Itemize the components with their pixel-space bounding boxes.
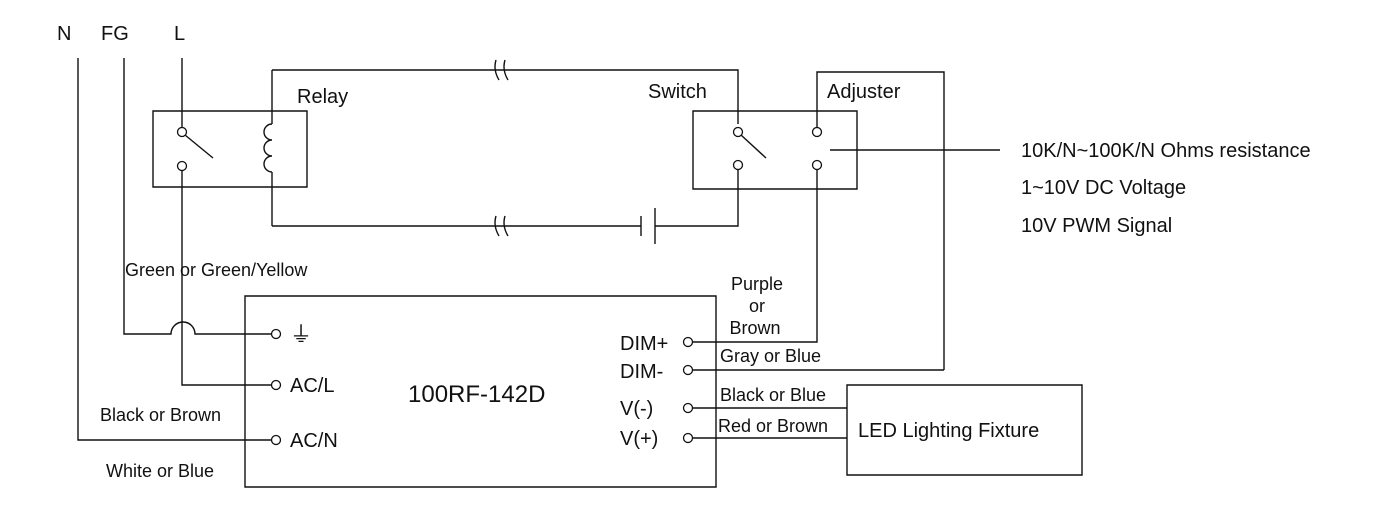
adjuster-option-2: 1~10V DC Voltage <box>1021 177 1186 199</box>
fg-wire <box>124 58 272 334</box>
switch-contact-arm <box>741 135 766 158</box>
ac-n-label: AC/N <box>290 430 338 452</box>
dim-plus-color-label-2: or <box>749 296 765 316</box>
n-wire-color-label: White or Blue <box>106 461 214 481</box>
v-plus-color-label: Red or Brown <box>718 416 828 436</box>
control-wire-top <box>272 70 738 124</box>
led-fixture-label: LED Lighting Fixture <box>858 420 1039 442</box>
dim-plus-color-label-3: Brown <box>729 318 780 338</box>
break-mark-top <box>495 60 508 80</box>
ground-terminal <box>272 330 281 339</box>
relay-contact-top <box>178 128 187 137</box>
relay-box <box>153 111 307 187</box>
dim-minus-label: DIM- <box>620 361 663 383</box>
dim-minus-color-label: Gray or Blue <box>720 346 821 366</box>
dim-plus-label: DIM+ <box>620 333 668 355</box>
switch-contact-bottom <box>734 161 743 170</box>
switch-label: Switch <box>648 81 707 103</box>
relay-contact-bottom <box>178 162 187 171</box>
relay-coil-icon <box>264 70 272 226</box>
adjuster-contact-bottom <box>813 161 822 170</box>
v-plus-terminal <box>684 434 693 443</box>
driver-model-label: 100RF-142D <box>408 381 545 408</box>
mains-n-label: N <box>57 23 71 45</box>
v-minus-terminal <box>684 404 693 413</box>
dim-plus-wire <box>692 170 817 342</box>
switch-contact-top <box>734 128 743 137</box>
v-minus-label: V(-) <box>620 398 653 420</box>
ground-icon: ⏚ <box>290 322 312 347</box>
adjuster-contact-top <box>813 128 822 137</box>
ac-l-terminal <box>272 381 281 390</box>
adjuster-option-3: 10V PWM Signal <box>1021 215 1172 237</box>
adjuster-frame <box>817 72 944 370</box>
break-mark-bottom <box>495 216 508 236</box>
mains-fg-label: FG <box>101 23 129 45</box>
dim-plus-color-label-1: Purple <box>731 274 783 294</box>
dim-plus-terminal <box>684 338 693 347</box>
l-wire-color-label: Black or Brown <box>100 405 221 425</box>
led-fixture-box <box>847 385 1082 475</box>
ac-l-label: AC/L <box>290 375 334 397</box>
dim-minus-terminal <box>684 366 693 375</box>
v-plus-label: V(+) <box>620 428 658 450</box>
fg-wire-color-label: Green or Green/Yellow <box>125 260 308 280</box>
adjuster-label: Adjuster <box>827 81 901 103</box>
driver-box <box>245 296 716 487</box>
relay-label: Relay <box>297 86 348 108</box>
l-wire-out <box>182 170 272 385</box>
v-minus-color-label: Black or Blue <box>720 385 826 405</box>
adjuster-option-1: 10K/N~100K/N Ohms resistance <box>1021 140 1311 162</box>
n-wire <box>78 58 272 440</box>
ac-n-terminal <box>272 436 281 445</box>
relay-contact-arm <box>185 135 213 158</box>
mains-l-label: L <box>174 23 185 45</box>
